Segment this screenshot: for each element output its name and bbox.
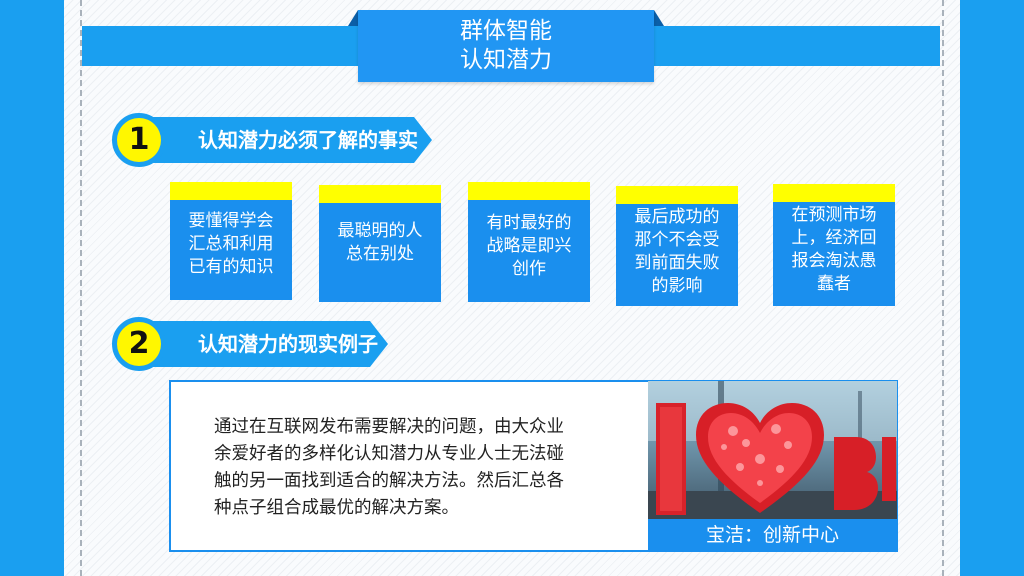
example-line: 种点子组合成最优的解决方案。 (214, 498, 459, 518)
fact-card-text: 最后成功的 那个不会受 到前面失败 的影响 (616, 204, 738, 298)
fact-card-text: 要懂得学会 汇总和利用 已有的知识 (170, 200, 292, 279)
section-1-banner: 认知潜力必须了解的事实 (138, 117, 432, 163)
fact-card-2: 最聪明的人 总在别处 (319, 185, 441, 302)
section-1-number-badge: 1 (112, 113, 166, 167)
section-2-number-badge: 2 (112, 317, 166, 371)
fact-line: 在预测市场 (791, 205, 877, 225)
example-line: 余爱好者的多样化认知潜力从专业人士无法碰 (214, 444, 564, 464)
fact-card-cap (773, 184, 895, 202)
fact-card-cap (616, 186, 738, 204)
fact-line: 有时最好的 (486, 213, 572, 233)
fact-line: 报会淘汰愚 (791, 251, 877, 271)
section-2-banner: 认知潜力的现实例子 (138, 321, 388, 367)
left-side-bar (0, 0, 64, 576)
fact-line: 总在别处 (346, 244, 414, 264)
fact-card-4: 最后成功的 那个不会受 到前面失败 的影响 (616, 186, 738, 306)
fact-card-cap (170, 182, 292, 200)
section-2-number: 2 (117, 322, 161, 366)
section-1-title: 认知潜力必须了解的事实 (198, 128, 418, 152)
fact-card-5: 在预测市场 上，经济回 报会淘汰愚 蠢者 (773, 184, 895, 306)
title-line-1: 群体智能 (460, 18, 552, 44)
ribbon-fold-right (654, 10, 664, 26)
fact-card-1: 要懂得学会 汇总和利用 已有的知识 (170, 182, 292, 300)
fact-line: 最聪明的人 (337, 221, 423, 241)
fact-line: 那个不会受 (634, 230, 720, 250)
fact-card-text: 最聪明的人 总在别处 (319, 203, 441, 266)
fact-card-3: 有时最好的 战略是即兴 创作 (468, 182, 590, 302)
ribbon-fold-left (348, 10, 358, 26)
page-title: 群体智能 认知潜力 (358, 10, 654, 82)
example-photo (648, 381, 897, 519)
fact-line: 最后成功的 (634, 207, 720, 227)
fact-line: 战略是即兴 (486, 236, 572, 256)
fact-line: 要懂得学会 (188, 211, 274, 231)
fact-line: 的影响 (651, 276, 703, 296)
fact-line: 汇总和利用 (188, 234, 274, 254)
fact-line: 到前面失败 (634, 253, 720, 273)
right-dashed-border (942, 0, 944, 576)
section-1-number: 1 (117, 118, 161, 162)
fact-card-text: 有时最好的 战略是即兴 创作 (468, 200, 590, 281)
example-line: 触的另一面找到适合的解决方法。然后汇总各 (214, 471, 564, 491)
title-line-2: 认知潜力 (460, 47, 552, 73)
right-side-bar (960, 0, 1024, 576)
fact-line: 上，经济回 (791, 228, 877, 248)
fact-line: 创作 (512, 259, 546, 279)
example-line: 通过在互联网发布需要解决的问题，由大众业 (214, 417, 564, 437)
photo-caption: 宝洁：创新中心 (648, 519, 897, 551)
section-2-title: 认知潜力的现实例子 (198, 332, 378, 356)
fact-card-text: 在预测市场 上，经济回 报会淘汰愚 蠢者 (773, 202, 895, 296)
left-dashed-border (80, 0, 82, 576)
fact-line: 已有的知识 (188, 257, 274, 277)
fact-line: 蠢者 (817, 274, 851, 294)
fact-card-cap (319, 185, 441, 203)
fact-card-cap (468, 182, 590, 200)
example-text: 通过在互联网发布需要解决的问题，由大众业 余爱好者的多样化认知潜力从专业人士无法… (214, 414, 606, 522)
heart-sculpture-image (648, 381, 897, 519)
